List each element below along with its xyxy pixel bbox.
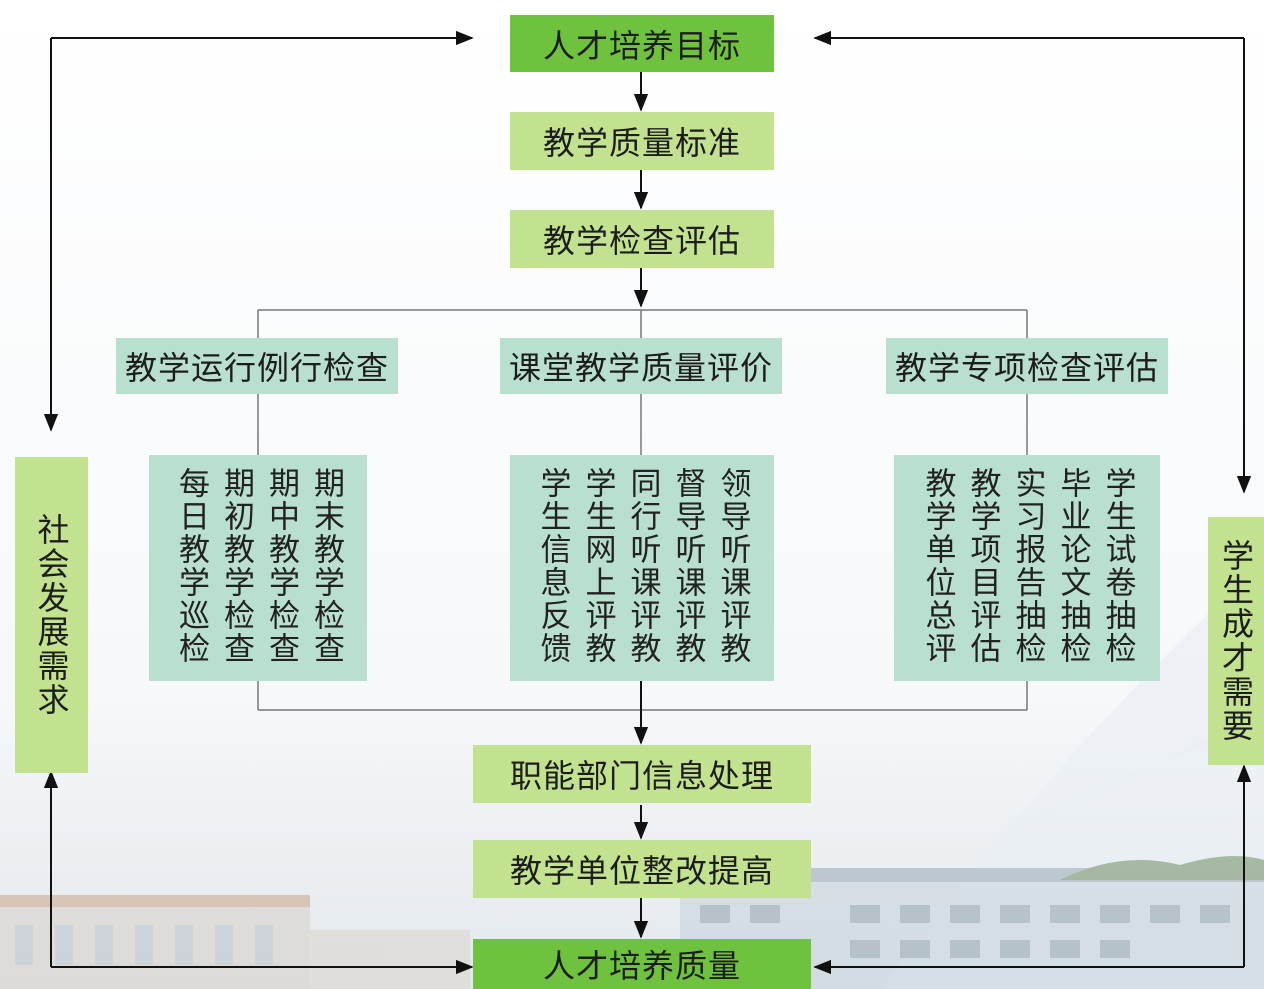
classroom-quality-items: 学生信息反馈 学生网上评教 同行听课评教 督导听课评教 领导听课评教 <box>510 455 774 681</box>
list-item: 教学项目评估 <box>964 467 1001 665</box>
list-item: 同行听课评教 <box>624 467 661 665</box>
rectification-box: 教学单位整改提高 <box>473 840 811 898</box>
student-need-box: 学生成才需要 <box>1208 517 1264 765</box>
list-item: 教学单位总评 <box>919 467 956 665</box>
list-item: 实习报告抽检 <box>1009 467 1046 665</box>
talent-quality-box: 人才培养质量 <box>473 939 811 989</box>
list-item: 督导听课评教 <box>669 467 706 665</box>
talent-goal-box: 人才培养目标 <box>510 15 774 72</box>
list-item: 每日教学巡检 <box>173 467 209 665</box>
social-demand-box: 社会发展需求 <box>15 457 88 773</box>
list-item: 期末教学检查 <box>308 467 344 665</box>
routine-inspection-items: 每日教学巡检 期初教学检查 期中教学检查 期末教学检查 <box>149 455 367 681</box>
routine-inspection-title: 教学运行例行检查 <box>116 338 398 394</box>
list-item: 期初教学检查 <box>218 467 254 665</box>
list-item: 期中教学检查 <box>263 467 299 665</box>
classroom-quality-title: 课堂教学质量评价 <box>500 338 782 394</box>
list-item: 毕业论文抽检 <box>1054 467 1091 665</box>
list-item: 学生试卷抽检 <box>1099 467 1136 665</box>
info-processing-box: 职能部门信息处理 <box>473 745 811 803</box>
list-item: 学生信息反馈 <box>534 467 571 665</box>
list-item: 领导听课评教 <box>714 467 751 665</box>
special-inspection-items: 教学单位总评 教学项目评估 实习报告抽检 毕业论文抽检 学生试卷抽检 <box>894 455 1160 681</box>
list-item: 学生网上评教 <box>579 467 616 665</box>
special-inspection-title: 教学专项检查评估 <box>886 338 1168 394</box>
quality-standard-box: 教学质量标准 <box>510 112 774 170</box>
inspection-evaluation-box: 教学检查评估 <box>510 210 774 268</box>
